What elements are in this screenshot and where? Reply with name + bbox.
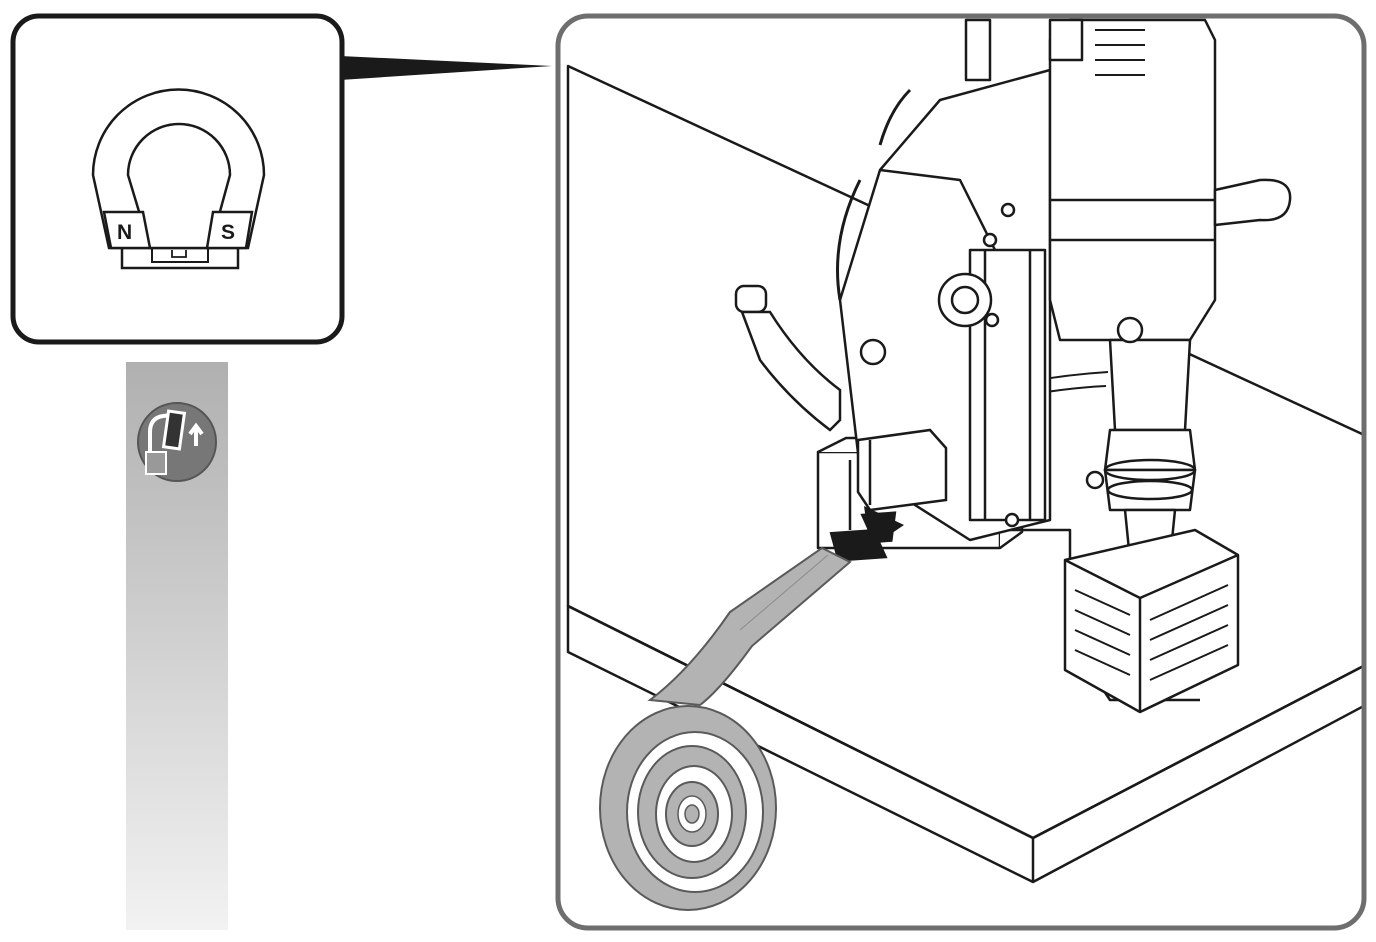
chip-guard — [1063, 528, 1240, 714]
horseshoe-magnet-icon — [91, 88, 266, 270]
magnetic-tape-roll — [599, 546, 852, 911]
south-pole-label: S — [221, 221, 235, 244]
coolant-bottle — [734, 284, 842, 432]
lift-up-icon — [137, 402, 217, 482]
north-pole-label: N — [117, 221, 132, 244]
coolant-valve — [856, 428, 948, 512]
drill-stand — [836, 18, 1292, 612]
insert-arrow-icon — [829, 506, 904, 562]
drill-illustration-panel — [555, 13, 1367, 931]
